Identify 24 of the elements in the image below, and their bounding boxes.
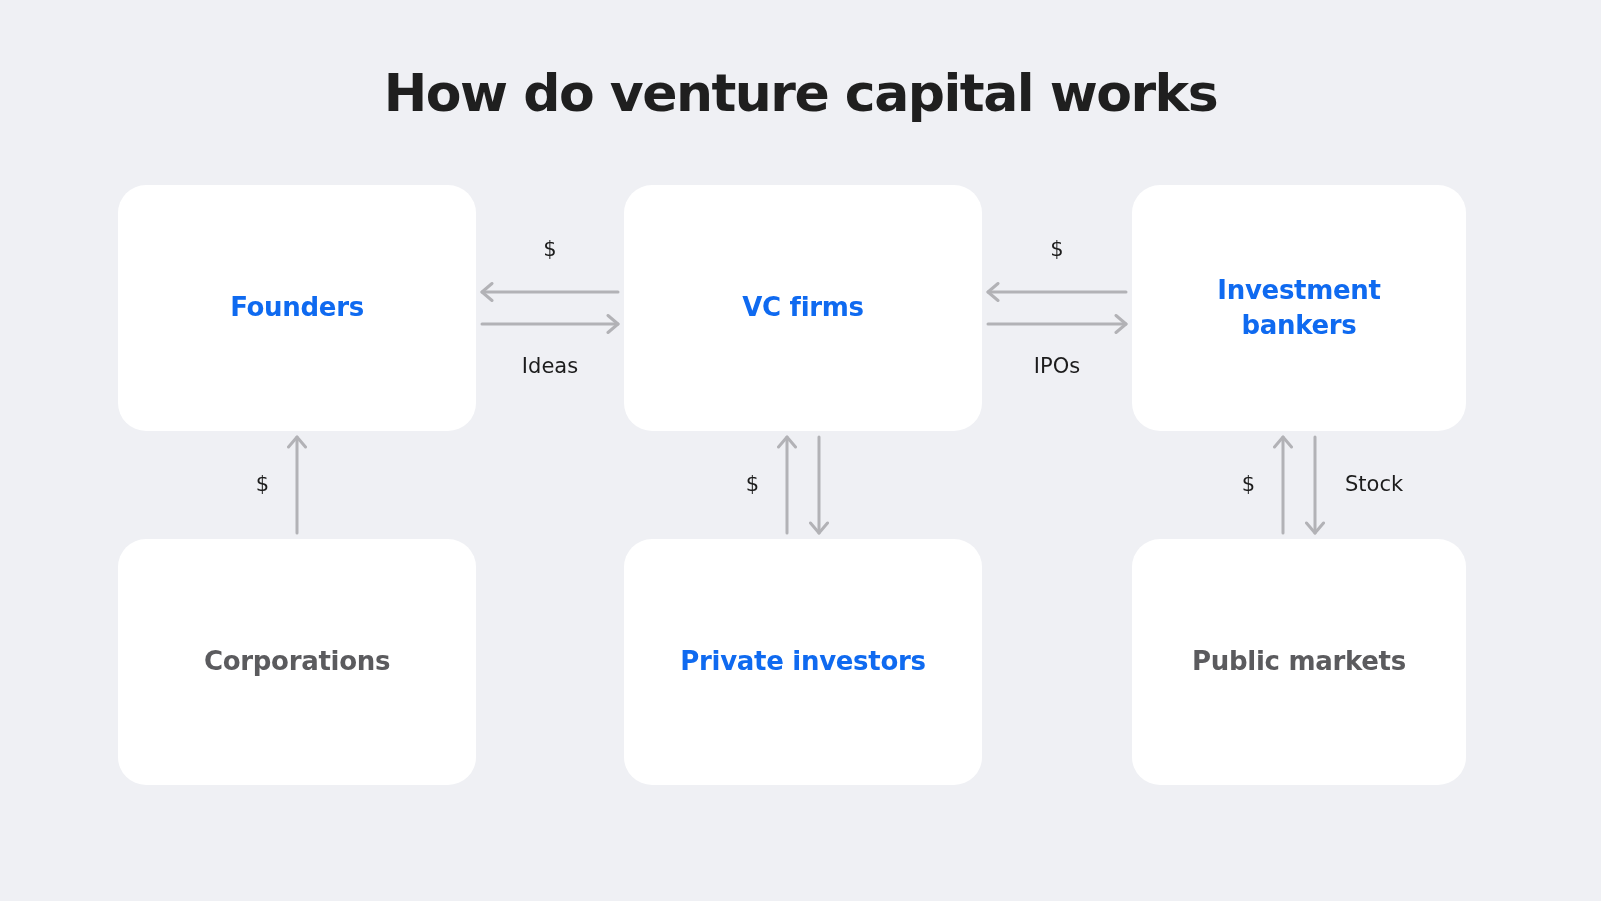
edge-label: $ (543, 236, 557, 262)
arrow (777, 435, 797, 535)
card-title: Founders (230, 291, 364, 325)
edge-label: IPOs (1033, 354, 1081, 380)
arrow (1273, 435, 1293, 535)
edge-label: $ (1050, 236, 1064, 262)
card-title: Public markets (1192, 645, 1406, 679)
card-title: Investment bankers (1216, 273, 1382, 342)
arrow (1305, 435, 1325, 535)
edge-label: Stock (1345, 472, 1404, 498)
edge-label: $ (745, 472, 759, 498)
card-title: VC firms (742, 291, 864, 325)
card-title: Corporations (203, 645, 391, 679)
edge-label: $ (1241, 472, 1255, 498)
edge-label: Ideas (521, 354, 579, 380)
title: How do venture capital works (383, 62, 1218, 125)
arrow (287, 435, 307, 535)
edge-label: $ (255, 472, 269, 498)
arrow (986, 282, 1128, 302)
card-title: Private investors (680, 645, 926, 679)
arrow (809, 435, 829, 535)
arrow (480, 314, 620, 334)
arrow (986, 314, 1128, 334)
arrow (480, 282, 620, 302)
